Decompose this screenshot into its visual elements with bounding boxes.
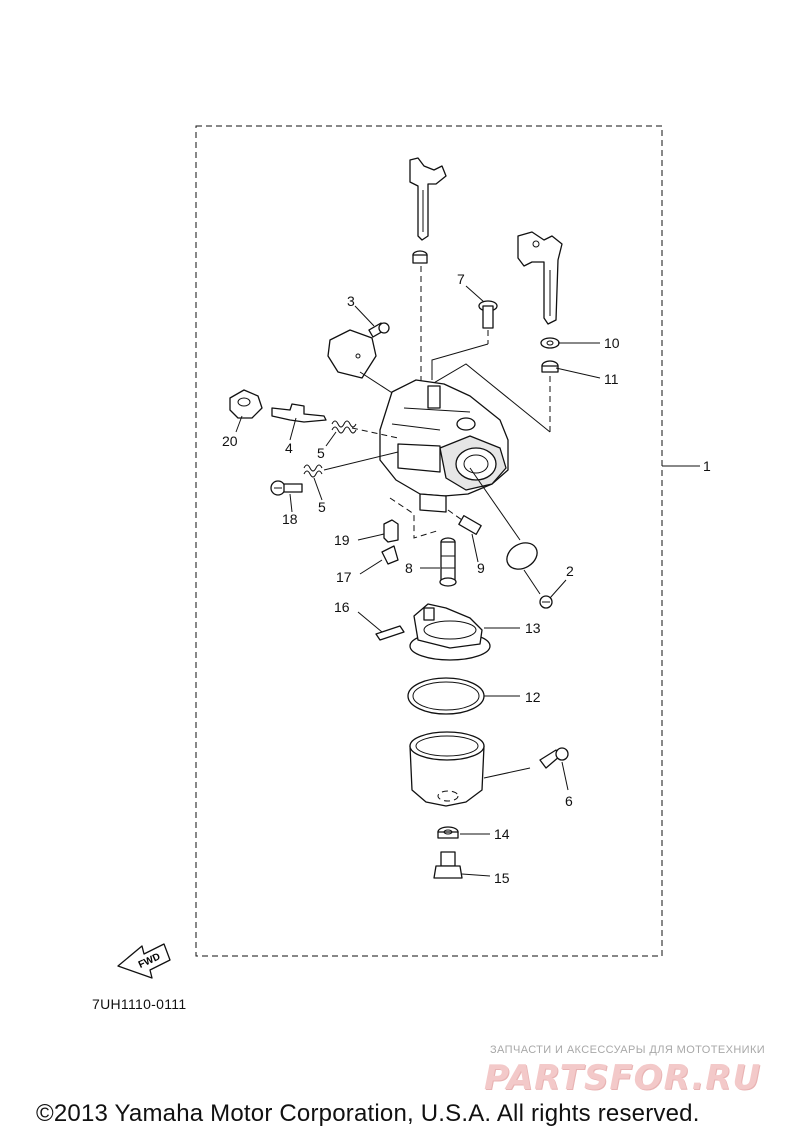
callout-6: 6 xyxy=(565,793,573,809)
callout-17: 17 xyxy=(336,569,352,585)
cover-plate-part xyxy=(327,329,377,379)
callout-3: 3 xyxy=(347,293,355,309)
callout-numbers: 1 2 3 4 5 5 6 7 8 9 10 11 12 13 14 15 16… xyxy=(222,271,711,886)
assembly-boundary xyxy=(195,125,663,957)
screw-9-part xyxy=(458,515,482,535)
diaphragm-cover-part xyxy=(506,542,538,570)
gasket-12-part xyxy=(407,677,485,715)
pilot-screw-4-part xyxy=(271,403,327,423)
spring-5b-part xyxy=(303,464,323,478)
fwd-arrow-icon: FWD xyxy=(117,943,171,979)
clip-17-part xyxy=(381,545,399,565)
callout-12: 12 xyxy=(525,689,541,705)
callout-9: 9 xyxy=(477,560,485,576)
float-bowl-part xyxy=(409,731,485,807)
throttle-shaft-part xyxy=(409,157,447,241)
callout-16: 16 xyxy=(334,599,350,615)
carburetor-body-part xyxy=(379,379,509,513)
watermark-logo: PARTSFOR.RU xyxy=(484,1058,762,1098)
callout-18: 18 xyxy=(282,511,298,527)
screw-18-part xyxy=(270,480,303,496)
washer-14-part xyxy=(437,826,459,839)
leader-lines xyxy=(235,285,700,877)
callout-11: 11 xyxy=(604,371,619,387)
screw-7-part xyxy=(478,300,498,329)
callout-10: 10 xyxy=(604,335,620,351)
callout-14: 14 xyxy=(494,826,510,842)
choke-shaft-part xyxy=(517,231,563,325)
screw-3-part xyxy=(368,322,390,338)
callout-8: 8 xyxy=(405,560,413,576)
callout-5a: 5 xyxy=(317,445,325,461)
callout-13: 13 xyxy=(525,620,541,636)
callout-7: 7 xyxy=(457,271,465,287)
float-13-part xyxy=(409,603,491,661)
main-jet-19-part xyxy=(383,519,399,543)
spring-5a-part xyxy=(331,420,357,434)
throttle-bushing-part xyxy=(412,250,428,264)
nozzle-8-part xyxy=(439,537,457,587)
cap-20-part xyxy=(229,389,263,419)
copyright-notice: ©2013 Yamaha Motor Corporation, U.S.A. A… xyxy=(36,1100,700,1127)
screw-2-part xyxy=(539,595,553,609)
drain-bolt-15-part xyxy=(433,851,463,879)
callout-20: 20 xyxy=(222,433,238,449)
watermark-tagline: ЗАПЧАСТИ И АКСЕССУАРЫ ДЛЯ МОТОТЕХНИКИ xyxy=(490,1044,766,1056)
seal-11-part xyxy=(541,360,559,373)
callout-1: 1 xyxy=(703,458,711,474)
callout-2: 2 xyxy=(566,563,574,579)
callout-4: 4 xyxy=(285,440,293,456)
screw-6-part xyxy=(539,747,569,769)
callout-5b: 5 xyxy=(318,499,326,515)
figure-code: 7UH1110-0111 xyxy=(92,996,187,1012)
callout-15: 15 xyxy=(494,870,510,886)
washer-10-part xyxy=(540,337,560,349)
callout-19: 19 xyxy=(334,532,350,548)
pin-16-part xyxy=(375,625,405,641)
